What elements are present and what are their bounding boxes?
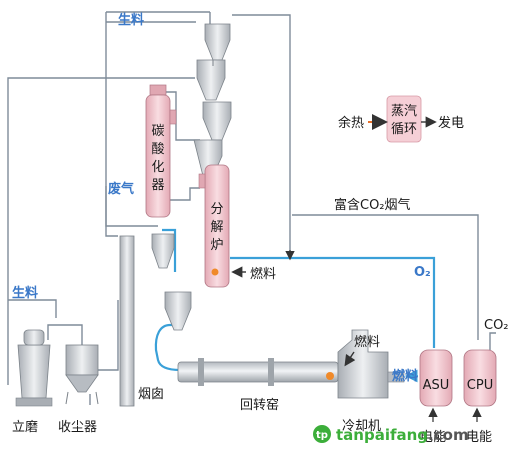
o2-label: O₂ bbox=[414, 265, 431, 280]
cyclone-stack bbox=[193, 23, 232, 177]
watermark: tp tanpaifang.com bbox=[313, 425, 469, 444]
carbonator-label-2: 酸 bbox=[151, 142, 164, 157]
raw-meal-top-label: 生料 bbox=[118, 12, 144, 28]
cyclone-1 bbox=[204, 23, 231, 61]
svg-text:tanpaifang.com: tanpaifang.com bbox=[336, 426, 469, 444]
rotary-kiln-label: 回转窑 bbox=[240, 397, 279, 413]
cpu-unit: CPU bbox=[463, 349, 497, 407]
carbonator-label-4: 器 bbox=[151, 178, 164, 193]
watermark-suffix: .com bbox=[428, 426, 469, 444]
kiln-fuel-arrow bbox=[344, 351, 356, 367]
flame-icon bbox=[211, 268, 219, 276]
carbonator-label-1: 碳 bbox=[151, 124, 164, 139]
cyclone-2 bbox=[196, 59, 226, 101]
kiln-flame-icon bbox=[326, 372, 334, 380]
calciner-fuel-label: 燃料 bbox=[250, 266, 276, 282]
vertical-mill bbox=[15, 329, 53, 407]
cpu-label: CPU bbox=[467, 378, 493, 393]
power-gen-label: 发电 bbox=[438, 115, 464, 131]
cyclone-3 bbox=[202, 101, 232, 141]
chimney-label: 烟囱 bbox=[138, 387, 164, 402]
vertical-mill-label: 立磨 bbox=[12, 420, 38, 435]
steam-cycle-label-2: 循环 bbox=[391, 122, 417, 137]
cyclone-6 bbox=[164, 291, 192, 331]
dust-collector-label: 收尘器 bbox=[58, 420, 97, 435]
watermark-logo-icon bbox=[313, 425, 331, 443]
carbonator-label-3: 化 bbox=[151, 160, 164, 175]
rotary-kiln bbox=[177, 358, 339, 386]
cooler-label: 冷却机 bbox=[342, 419, 381, 434]
arrows bbox=[231, 114, 482, 422]
co2-out-label: CO₂ bbox=[484, 318, 509, 333]
electricity-label-2: 电能 bbox=[466, 430, 492, 445]
asu-label: ASU bbox=[423, 378, 450, 393]
waste-heat-label: 余热 bbox=[338, 115, 364, 131]
blue-lines bbox=[154, 228, 436, 372]
kiln-fuel-label: 燃料 bbox=[354, 334, 380, 350]
waste-gas-label: 废气 bbox=[108, 181, 134, 197]
calciner-label-3: 炉 bbox=[210, 238, 223, 253]
calciner-label-2: 解 bbox=[210, 220, 223, 235]
calciner: 分 解 炉 bbox=[198, 164, 230, 288]
dust-collector bbox=[65, 344, 99, 405]
svg-text:tp: tp bbox=[316, 430, 328, 441]
lower-cyclones bbox=[151, 233, 192, 331]
calciner-label-1: 分 bbox=[210, 202, 223, 217]
cooler-fuel-label: 燃料 bbox=[392, 368, 418, 384]
gray-lines bbox=[7, 11, 496, 405]
asu-unit: ASU bbox=[419, 349, 453, 407]
electricity-label-1: 电能 bbox=[420, 430, 446, 445]
steam-cycle-label-1: 蒸汽 bbox=[391, 104, 417, 119]
co2-rich-gas-label: 富含CO₂烟气 bbox=[334, 197, 411, 213]
cooler bbox=[337, 329, 405, 399]
chimney bbox=[119, 235, 135, 407]
cyclone-5 bbox=[151, 233, 175, 269]
steam-cycle-box: 蒸汽 循环 bbox=[386, 95, 422, 143]
watermark-prefix: tanpaifang bbox=[336, 426, 428, 444]
carbonator: 碳 酸 化 器 bbox=[145, 84, 177, 218]
raw-meal-left-label: 生料 bbox=[12, 285, 38, 301]
